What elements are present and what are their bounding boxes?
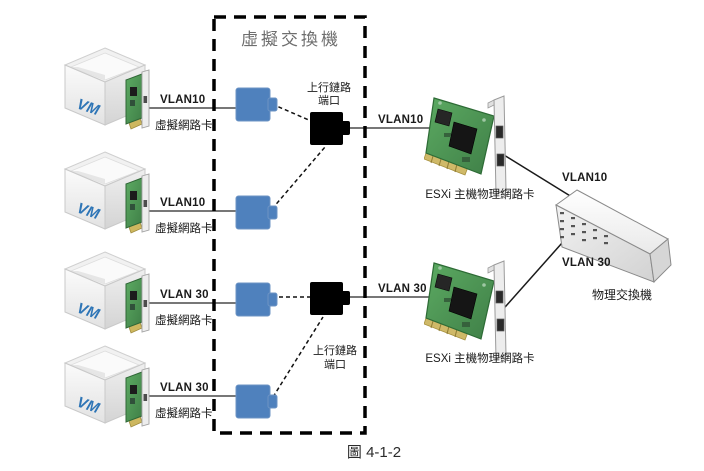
vm4-vlan-label: VLAN 30 xyxy=(160,382,209,394)
esxi-nic-1 xyxy=(424,95,507,195)
esxi-nic1-label: ESXi 主機物理網路卡 xyxy=(425,187,534,201)
switch-link1-vlan-label: VLAN10 xyxy=(562,172,607,184)
connection-lines xyxy=(148,107,446,397)
dashed-connectors xyxy=(271,103,326,398)
vm-2 xyxy=(64,151,150,234)
dashed-port4-to-uplink2 xyxy=(272,316,324,398)
virtual-switch-boundary xyxy=(212,15,367,435)
uplink2-vlan-label: VLAN 30 xyxy=(378,283,427,295)
vm3-nic-label: 虛擬網路卡 xyxy=(155,313,213,327)
dashed-port2-to-uplink1 xyxy=(271,146,326,210)
virtual-switch-title: 虛擬交換機 xyxy=(241,30,341,49)
uplink-port-1 xyxy=(310,112,350,145)
vm4-nic-label: 虛擬網路卡 xyxy=(155,406,213,420)
vswitch-ports xyxy=(235,87,278,419)
link-nic2-to-switch xyxy=(497,233,571,316)
figure-caption: 圖 4-1-2 xyxy=(347,444,401,461)
vm1-vlan-label: VLAN10 xyxy=(160,94,205,106)
vswitch-port-4 xyxy=(235,384,278,419)
vm-3 xyxy=(64,251,150,334)
vswitch-port-2 xyxy=(235,195,278,230)
vm1-nic-label: 虛擬網路卡 xyxy=(155,118,213,132)
esxi-nic2-label: ESXi 主機物理網路卡 xyxy=(425,351,534,365)
vm-1 xyxy=(64,47,150,130)
vm3-vlan-label: VLAN 30 xyxy=(160,289,209,301)
uplink-port-2 xyxy=(310,282,350,315)
vswitch-port-1 xyxy=(235,87,278,122)
physical-switch-label: 物理交換機 xyxy=(592,287,652,302)
uplink1-label-line2: 端口 xyxy=(318,94,340,107)
link-nic1-to-switch xyxy=(498,151,581,203)
uplink2-label-line1: 上行鏈路 xyxy=(313,343,357,357)
switch-links xyxy=(497,151,581,316)
esxi-nic-2 xyxy=(424,260,507,360)
uplink-ports xyxy=(310,112,350,315)
physical-switch-graphic xyxy=(555,189,672,284)
uplink1-label-line1: 上行鏈路 xyxy=(307,80,351,94)
vm-4 xyxy=(64,345,150,428)
vm2-nic-label: 虛擬網路卡 xyxy=(155,221,213,235)
dashed-port1-to-uplink1 xyxy=(271,103,312,122)
uplink1-vlan-label: VLAN10 xyxy=(378,114,423,126)
switch-link2-vlan-label: VLAN 30 xyxy=(562,257,611,269)
vm2-vlan-label: VLAN10 xyxy=(160,197,205,209)
uplink2-label-line2: 端口 xyxy=(324,358,346,371)
switch-ports-dots xyxy=(560,212,608,245)
vswitch-port-3 xyxy=(235,282,278,317)
